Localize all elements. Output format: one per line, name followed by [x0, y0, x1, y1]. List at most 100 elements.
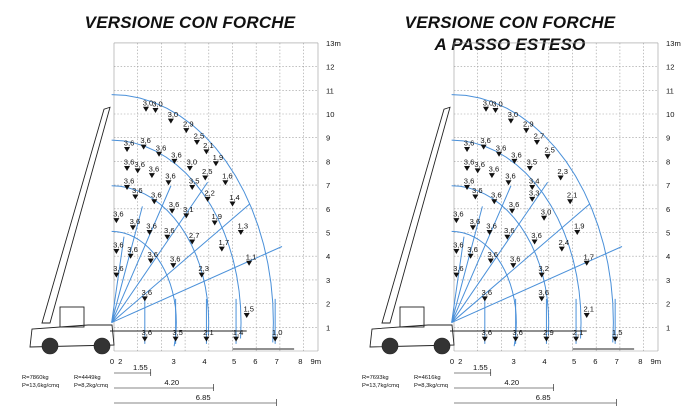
- x-tick-label: 8: [638, 357, 642, 366]
- load-point-label: 3,6: [132, 186, 143, 195]
- load-point-marker: [488, 173, 495, 179]
- y-tick-label: 8: [326, 157, 330, 166]
- load-point-marker: [272, 336, 279, 342]
- panel-title: A PASSO ESTESO: [433, 35, 585, 54]
- load-point-label: 3,6: [467, 245, 478, 254]
- load-point-label: 1,4: [229, 193, 240, 202]
- load-point-label: 3,6: [474, 160, 485, 169]
- load-point-marker: [533, 139, 540, 145]
- load-point-label: 3,6: [512, 328, 523, 337]
- load-point-marker: [541, 215, 548, 221]
- load-point-label: 2,4: [559, 238, 570, 247]
- load-point-marker: [529, 196, 536, 202]
- load-point-label: 3,0: [541, 207, 552, 216]
- load-point-marker: [504, 234, 511, 240]
- load-point-marker: [464, 184, 471, 190]
- reaction-note: R=4449kg: [74, 375, 101, 381]
- load-point-label: 3,6: [486, 222, 497, 231]
- x-tick-label: 6: [253, 357, 257, 366]
- x-tick-label: 7: [275, 357, 279, 366]
- load-point-marker: [574, 230, 581, 235]
- load-point-label: 1,1: [246, 252, 257, 261]
- boom-angle-line: [111, 181, 209, 323]
- load-point-label: 2,7: [534, 131, 545, 140]
- load-point-marker: [453, 218, 460, 224]
- load-point-marker: [523, 128, 530, 134]
- reach-envelopes: [451, 94, 623, 347]
- load-point-marker: [212, 161, 219, 167]
- load-point-label: 1,6: [222, 172, 233, 181]
- load-point-label: 2,5: [202, 167, 213, 176]
- load-point-marker: [172, 336, 179, 342]
- load-point-marker: [237, 230, 244, 235]
- y-tick-label: 1: [326, 323, 330, 332]
- load-point-marker: [167, 118, 174, 124]
- load-point-label: 1,9: [574, 222, 585, 231]
- y-tick-label: 5: [326, 229, 330, 238]
- load-point-marker: [183, 213, 190, 219]
- load-point-marker: [222, 180, 229, 186]
- load-point-marker: [151, 199, 158, 205]
- load-point-label: 3,6: [509, 200, 520, 209]
- envelope-arc: [111, 230, 177, 347]
- load-point-marker: [492, 107, 499, 113]
- load-point-label: 3,3: [529, 188, 540, 197]
- load-point-marker: [141, 296, 148, 302]
- load-point-marker: [189, 239, 196, 245]
- y-tick-label: 13m: [666, 39, 681, 48]
- y-tick-label: 11: [666, 86, 674, 95]
- boom-angle-line: [451, 181, 549, 323]
- x-tick-label: 6: [593, 357, 597, 366]
- load-point-marker: [113, 248, 120, 254]
- load-point-marker: [567, 199, 574, 205]
- load-point-label: 3,4: [529, 176, 540, 185]
- y-tick-label: 7: [326, 181, 330, 190]
- load-point-marker: [505, 180, 512, 186]
- load-point-label: 2,3: [198, 264, 209, 273]
- load-point-label: 3,0: [168, 110, 179, 119]
- load-point-label: 1,5: [612, 328, 623, 337]
- load-point-marker: [165, 180, 172, 186]
- load-point-label: 3,6: [171, 150, 182, 159]
- reaction-note: P=8,3kg/cmq: [414, 383, 448, 389]
- load-point-label: 3,6: [146, 222, 157, 231]
- y-tick-label: 6: [666, 205, 670, 214]
- y-tick-label: 9: [326, 134, 330, 143]
- load-point-label: 3,6: [510, 255, 521, 264]
- load-point-label: 3,6: [511, 150, 522, 159]
- load-point-label: 2,5: [194, 131, 205, 140]
- load-point-label: 3,6: [489, 165, 500, 174]
- load-point-label: 3,6: [165, 172, 176, 181]
- load-point-marker: [491, 199, 498, 205]
- load-point-label: 3,6: [134, 160, 145, 169]
- load-point-marker: [531, 239, 538, 245]
- load-point-label: 3,0: [152, 99, 163, 108]
- load-point-label: 3,6: [140, 136, 151, 145]
- load-point-marker: [544, 154, 551, 160]
- envelope-arc: [451, 94, 614, 343]
- load-point-marker: [113, 272, 120, 278]
- dimension-label: 4.20: [504, 378, 519, 387]
- load-point-marker: [186, 166, 193, 172]
- load-point-marker: [246, 260, 253, 266]
- load-point-marker: [203, 149, 210, 155]
- y-tick-label: 7: [666, 181, 670, 190]
- load-points: 3,03,03,02,92,52,11,91,61,41,31,11,51,03…: [113, 98, 282, 342]
- boom: [381, 106, 451, 324]
- y-tick-label: 3: [326, 276, 330, 285]
- load-point-label: 3,6: [127, 245, 138, 254]
- load-point-label: 3,6: [124, 158, 135, 167]
- load-point-marker: [496, 151, 503, 157]
- y-tick-label: 4: [666, 252, 670, 261]
- load-point-marker: [510, 263, 517, 269]
- load-point-marker: [124, 184, 131, 190]
- load-point-label: 3,6: [149, 165, 160, 174]
- dimension-label: 6.85: [196, 393, 211, 402]
- dimensions: 1.554.206.85: [454, 363, 617, 406]
- dimensions: 1.554.206.85: [114, 363, 277, 406]
- envelope-arc: [451, 230, 517, 347]
- y-tick-label: 13m: [326, 39, 341, 48]
- load-point-marker: [511, 158, 518, 164]
- load-point-label: 3,6: [464, 139, 475, 148]
